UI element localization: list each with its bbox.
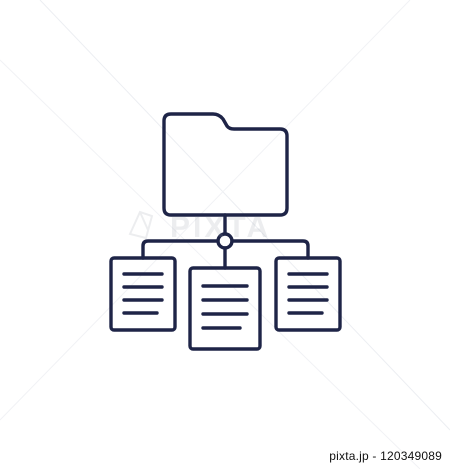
credit-text: pixta.jp - 120349089 — [329, 449, 442, 463]
document-center-icon — [188, 266, 262, 351]
document-left-icon — [109, 256, 177, 332]
connector-left — [141, 239, 220, 260]
document-right-icon — [274, 256, 342, 332]
connector-node — [216, 232, 234, 250]
folder-icon — [162, 112, 289, 217]
connector-right — [230, 239, 310, 260]
